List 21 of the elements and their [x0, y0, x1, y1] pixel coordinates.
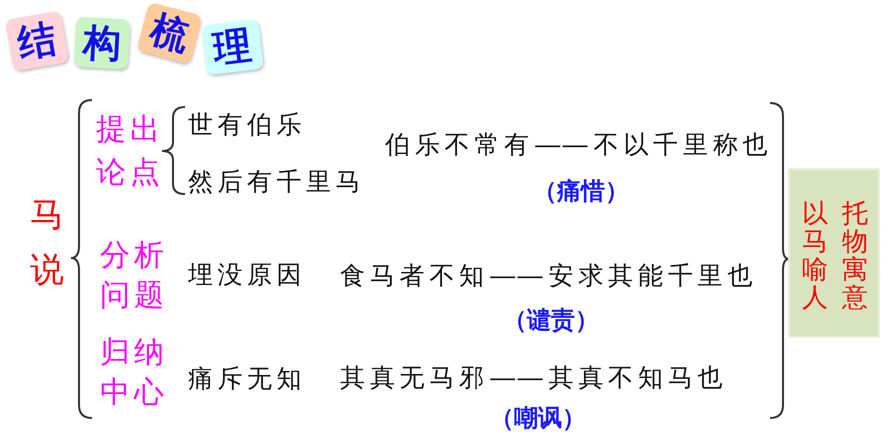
vertical-text: 以马喻人 [802, 200, 829, 312]
title-tile: 梳 [136, 2, 202, 64]
quote-text: 伯乐不常有——不以千里称也 [385, 130, 772, 160]
point-text: 世有伯乐 [188, 110, 306, 140]
section-heading: 分析问题 [100, 237, 169, 315]
section-heading: 归纳中心 [100, 334, 169, 412]
title-tile: 理 [200, 18, 264, 76]
quote-text: 食马者不知——安求其能千里也 [340, 261, 758, 291]
topic-title: 马说 [30, 194, 65, 292]
title-tile: 结 [4, 10, 70, 72]
emotion-note: （痛惜） [533, 176, 629, 206]
point-text: 痛斥无知 [188, 364, 306, 394]
quote-text: 其真无马邪——其真不知马也 [340, 363, 728, 393]
vertical-text: 托物寓意 [842, 200, 869, 312]
point-text: 埋没原因 [188, 260, 306, 290]
emotion-note: （谴责） [503, 305, 599, 335]
emotion-note: （嘲讽） [490, 403, 586, 433]
note-box [788, 168, 880, 338]
title-tile: 构 [74, 16, 130, 70]
section-heading: 提出论点 [96, 111, 165, 192]
point-text: 然后有千里马 [188, 167, 365, 197]
